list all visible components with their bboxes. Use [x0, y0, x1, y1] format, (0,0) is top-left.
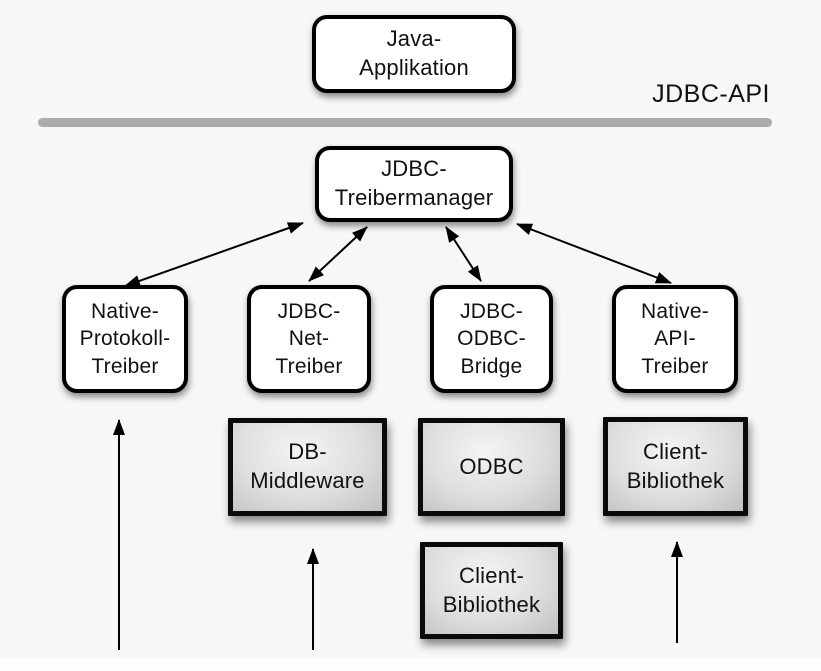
node-native-protokoll-treiber: Native- Protokoll- Treiber: [62, 285, 188, 393]
jdbc-api-label: JDBC-API: [652, 80, 770, 108]
node-jdbc-net-treiber: JDBC- Net- Treiber: [247, 285, 371, 393]
bottom-glow: [0, 658, 821, 671]
node-client-bibliothek-native-api: Client- Bibliothek: [603, 417, 748, 516]
node-db-middleware: DB- Middleware: [228, 418, 387, 516]
node-client-bibliothek-odbc: Client- Bibliothek: [420, 542, 563, 639]
node-odbc: ODBC: [418, 418, 565, 516]
node-jdbc-treibermanager: JDBC- Treibermanager: [315, 146, 513, 222]
arrow-treibermanager-native-protokoll: [124, 222, 304, 287]
arrow-treibermanager-jdbc-net: [308, 226, 368, 282]
jdbc-api-separator-line: [38, 118, 772, 127]
node-java-application: Java- Applikation: [312, 15, 516, 93]
arrow-treibermanager-jdbc-odbc: [445, 226, 482, 282]
node-native-api-treiber: Native- API- Treiber: [612, 285, 738, 393]
arrow-treibermanager-native-api: [516, 223, 672, 284]
node-jdbc-odbc-bridge: JDBC- ODBC- Bridge: [430, 285, 553, 393]
